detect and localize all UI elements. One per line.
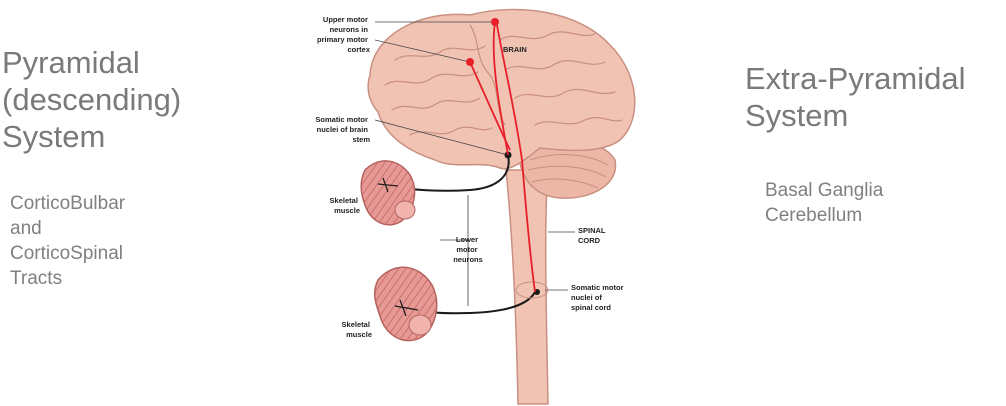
spinal-cord-nuclei-label: Somatic motor nuclei of spinal cord: [571, 283, 626, 312]
label-line: nuclei of brain: [317, 125, 369, 134]
label-line: neurons: [453, 255, 483, 264]
spinal-cord-label: SPINAL CORD: [578, 226, 607, 245]
leader-lines: [374, 21, 575, 306]
skeletal-muscle-bottom-label: Skeletal muscle: [342, 320, 372, 339]
label-line: Skeletal: [342, 320, 370, 329]
heading-line: (descending): [2, 82, 182, 117]
label-line: spinal cord: [571, 303, 611, 312]
label-line: SPINAL: [578, 226, 606, 235]
label-line: Somatic motor: [571, 283, 624, 292]
heading-line: Extra-Pyramidal: [745, 61, 966, 96]
heading-line: System: [745, 98, 849, 133]
cerebrum-shape: [367, 8, 636, 170]
label-line: cortex: [347, 45, 370, 54]
skeletal-muscle-top: [360, 160, 416, 226]
label-line: Upper motor: [323, 15, 368, 24]
sub-line: CorticoBulbar: [10, 193, 126, 214]
extra-pyramidal-heading: Extra-Pyramidal System: [745, 60, 966, 134]
skeletal-muscle-bottom: [373, 266, 438, 342]
label-line: stem: [352, 135, 370, 144]
label-line: neurons in: [330, 25, 369, 34]
pyramidal-tracts-text: CorticoBulbar and CorticoSpinal Tracts: [10, 191, 125, 291]
label-line: Somatic motor: [315, 115, 368, 124]
sub-line: CorticoSpinal: [10, 243, 123, 264]
label-line: motor: [456, 245, 477, 254]
sub-line: Cerebellum: [765, 205, 863, 226]
label-line: Lower: [456, 235, 478, 244]
heading-line: System: [2, 119, 106, 154]
label-line: nuclei of: [571, 293, 602, 302]
sub-line: Basal Ganglia: [765, 180, 884, 201]
heading-line: Pyramidal: [2, 45, 140, 80]
cerebrum-gyri: [384, 24, 623, 136]
brain-label: BRAIN: [503, 45, 527, 54]
extra-pyramidal-components: Basal Ganglia Cerebellum: [765, 178, 883, 228]
label-line: Skeletal: [330, 196, 358, 205]
skeletal-muscle-top-label: Skeletal muscle: [330, 196, 360, 215]
upper-motor-neurons-label: Upper motor neurons in primary motor cor…: [317, 15, 371, 54]
upper-motor-neuron-1: [491, 18, 499, 26]
cerebellum-folds: [527, 154, 609, 189]
label-line: muscle: [334, 206, 360, 215]
label-line: muscle: [346, 330, 372, 339]
pyramidal-system-heading: Pyramidal (descending) System: [2, 44, 181, 155]
lower-motor-neurons-label: Lower motor neurons: [453, 235, 483, 264]
upper-motor-pathway: [469, 21, 536, 293]
label-line: primary motor: [317, 35, 368, 44]
spinal-segment-outline: [515, 281, 549, 299]
sub-line: Tracts: [10, 268, 63, 289]
brainstem-nuclei-label: Somatic motor nuclei of brain stem: [315, 115, 370, 144]
spinal-cord-shape: [505, 169, 549, 405]
upper-motor-neuron-2: [466, 58, 474, 66]
sub-line: and: [10, 218, 42, 239]
label-line: CORD: [578, 236, 601, 245]
